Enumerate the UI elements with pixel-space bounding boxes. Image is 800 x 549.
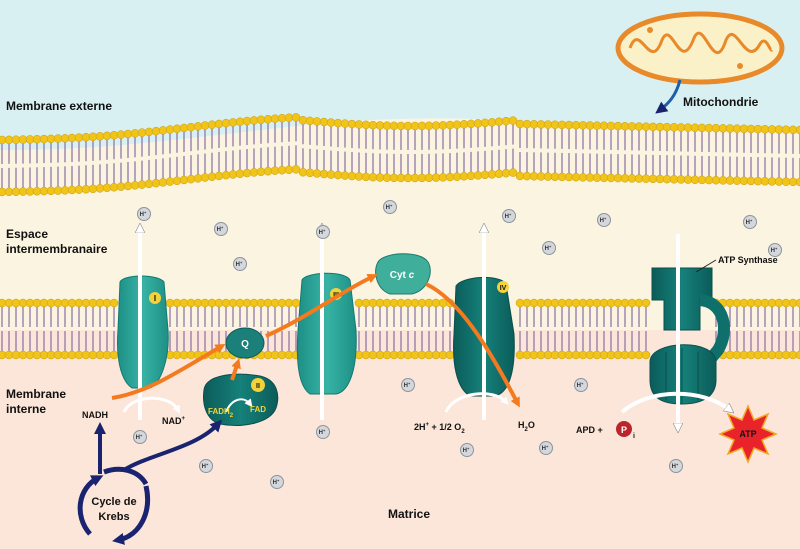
svg-text:H+: H+ xyxy=(505,212,512,220)
h-plus-ion: H+ xyxy=(233,257,247,271)
complex-ii-label: II xyxy=(256,383,260,390)
cyt-c-label: Cyt c xyxy=(390,270,415,281)
atp-star-icon xyxy=(718,404,778,464)
q-label: Q xyxy=(241,339,249,350)
svg-text:H+: H+ xyxy=(542,444,549,452)
label-intermembranaire: intermembranaire xyxy=(6,242,108,256)
h-plus-ion: H+ xyxy=(133,430,147,444)
svg-text:H+: H+ xyxy=(217,225,224,233)
electron-path-q-to-cytc xyxy=(265,274,378,338)
svg-text:H+: H+ xyxy=(545,244,552,252)
proton-ions: H+ H+ H+ H+ H+ H+ H+ H+ H+ H+ H+ H+ H+ H+ H+ H+ H+ H+ H+ xyxy=(133,200,782,489)
electron-path-i-to-q xyxy=(111,344,226,400)
svg-text:H+: H+ xyxy=(746,218,753,226)
intermembrane-bg xyxy=(0,118,800,331)
ubiquinone-q: Q xyxy=(225,327,265,359)
h-plus-ion: H+ xyxy=(743,215,757,229)
krebs-label-1: Cycle de xyxy=(91,496,136,508)
label-membrane: Membrane xyxy=(6,387,66,401)
label-membrane-externe: Membrane externe xyxy=(6,99,112,113)
phosphate-icon xyxy=(616,421,632,437)
nad-plus-label: NAD+ xyxy=(162,416,186,426)
label-matrice: Matrice xyxy=(388,507,430,521)
h-plus-ion: H+ xyxy=(383,200,397,214)
krebs-cycle: Cycle de Krebs xyxy=(77,466,150,545)
h-plus-ion: H+ xyxy=(597,213,611,227)
fad-label: FAD xyxy=(250,405,266,414)
h-plus-ion: H+ xyxy=(316,425,330,439)
h-plus-ion: H+ xyxy=(270,475,284,489)
label-mitochondrie: Mitochondrie xyxy=(683,95,759,109)
svg-text:H+: H+ xyxy=(319,228,326,236)
atp-synthesis-arrow xyxy=(620,391,730,414)
atp-synthase xyxy=(649,267,730,405)
h-plus-ion: H+ xyxy=(502,209,516,223)
nadh-label: NADH xyxy=(82,410,108,420)
svg-text:H+: H+ xyxy=(136,433,143,441)
label-interne: interne xyxy=(6,402,46,416)
h-plus-ion: H+ xyxy=(316,225,330,239)
h-plus-ion: H+ xyxy=(669,459,683,473)
krebs-to-fadh2-arrow xyxy=(122,419,223,472)
adp-label: APD + xyxy=(576,425,603,435)
svg-text:H+: H+ xyxy=(577,381,584,389)
h-plus-ion: H+ xyxy=(199,459,213,473)
nadh-oxidation-arrow xyxy=(122,396,180,414)
complex-iv-label: IV xyxy=(500,285,507,292)
krebs-label-2: Krebs xyxy=(98,511,129,523)
svg-text:H+: H+ xyxy=(202,462,209,470)
svg-text:H+: H+ xyxy=(463,446,470,454)
svg-text:H+: H+ xyxy=(672,462,679,470)
h-plus-ion: H+ xyxy=(542,241,556,255)
complex-i: I xyxy=(117,275,169,389)
electron-path-ii-to-q xyxy=(230,358,241,381)
atp-label: ATP xyxy=(739,429,756,439)
h-plus-ion: H+ xyxy=(768,243,782,257)
svg-text:H+: H+ xyxy=(236,260,243,268)
svg-text:H+: H+ xyxy=(404,381,411,389)
label-espace: Espace xyxy=(6,227,48,241)
complex-i-label: I xyxy=(154,294,156,303)
svg-text:H+: H+ xyxy=(386,203,393,211)
h-plus-ion: H+ xyxy=(574,378,588,392)
oxygen-reaction-label: 2H+ + 1/2 O2 xyxy=(414,422,465,435)
h-plus-ion: H+ xyxy=(214,222,228,236)
svg-text:H+: H+ xyxy=(600,216,607,224)
h-plus-ion: H+ xyxy=(401,378,415,392)
svg-text:H+: H+ xyxy=(273,478,280,486)
h-plus-ion: H+ xyxy=(460,443,474,457)
phosphate-subscript: i xyxy=(633,433,635,440)
atp-synthase-label: ATP Synthase xyxy=(718,255,778,265)
mitochondrion-pointer-arrow xyxy=(655,79,682,114)
h-plus-ion: H+ xyxy=(137,207,151,221)
svg-text:H+: H+ xyxy=(140,210,147,218)
svg-text:H+: H+ xyxy=(319,428,326,436)
cytochrome-c: Cyt c xyxy=(375,253,431,295)
electron-path-cytc-to-water xyxy=(425,282,520,408)
complex-ii: II FADH2 FAD xyxy=(203,373,279,426)
outer-membrane xyxy=(0,113,800,197)
atp-synthase-pointer xyxy=(695,259,717,273)
fadh2-label: FADH2 xyxy=(208,407,234,419)
water-label: H2O xyxy=(518,420,535,433)
mitochondrion-icon xyxy=(615,11,785,85)
svg-text:H+: H+ xyxy=(771,246,778,254)
h-plus-ion: H+ xyxy=(539,441,553,455)
phosphate-label: P xyxy=(621,425,627,435)
complex-iv-oxygen-arrow xyxy=(444,392,509,413)
